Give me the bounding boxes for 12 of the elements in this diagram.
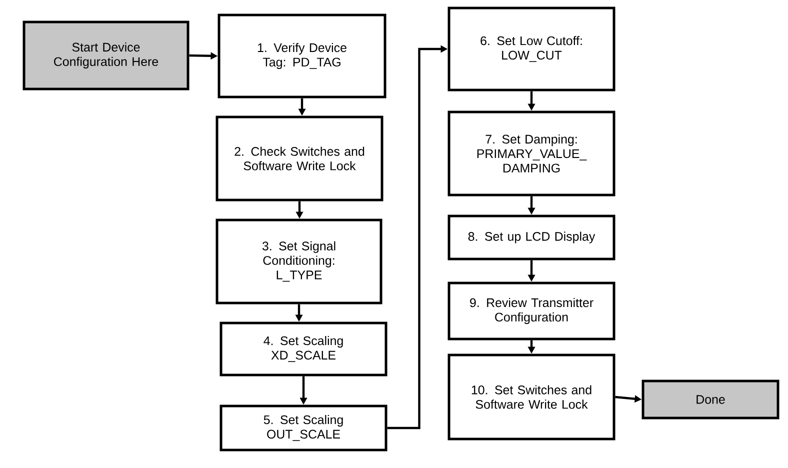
step-box: 4. Set Scaling XD_SCALE bbox=[220, 322, 388, 376]
end-box: Done bbox=[642, 380, 780, 420]
step-box: 1. Verify Device Tag: PD_TAG bbox=[218, 14, 386, 98]
step-box: 10. Set Switches and Software Write Lock bbox=[448, 354, 616, 440]
step-box: 5. Set Scaling OUT_SCALE bbox=[220, 404, 388, 452]
start-box: Start Device Configuration Here bbox=[22, 20, 190, 90]
step-box: 8. Set up LCD Display bbox=[448, 214, 616, 260]
step-box: 9. Review Transmitter Configuration bbox=[448, 282, 616, 340]
step-box: 7. Set Damping: PRIMARY_VALUE_ DAMPING bbox=[448, 110, 616, 196]
step-box: 3. Set Signal Conditioning: L_TYPE bbox=[216, 218, 382, 304]
step-box: 6. Set Low Cutoff: LOW_CUT bbox=[448, 6, 616, 92]
step-box: 2. Check Switches and Software Write Lock bbox=[216, 116, 384, 202]
